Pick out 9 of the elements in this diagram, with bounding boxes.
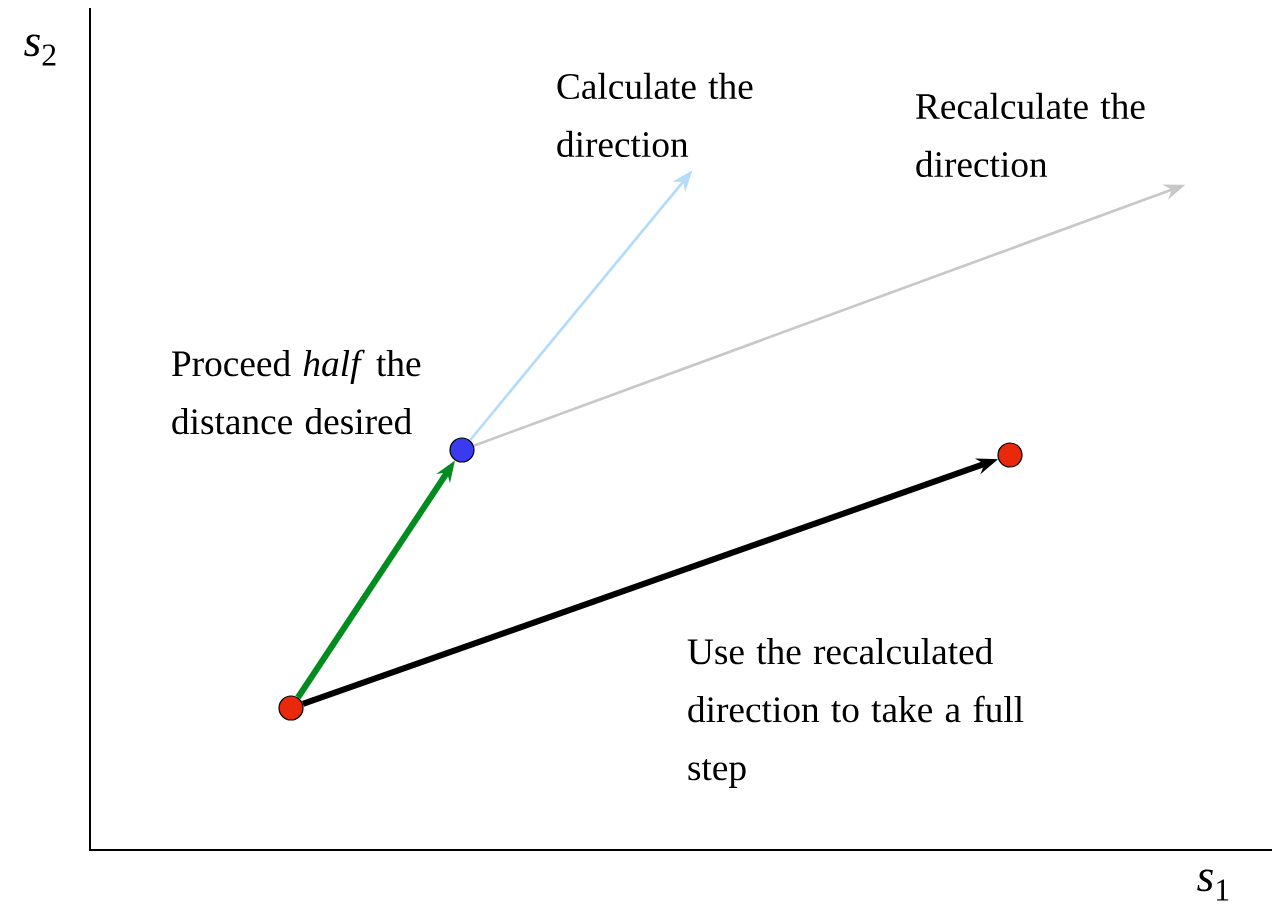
point-marker [278,695,304,721]
point-marker [997,442,1023,468]
step-text: Calculate the direction [557,72,753,158]
axis-label: s$_{1}$ [1197,869,1229,901]
point-marker [449,437,475,463]
annotation-text: Proceed half the distance desired [172,349,421,435]
step-text: Recalculate the direction [916,92,1145,178]
axis-label: s$_{2}$ [24,34,56,66]
annotation-text: Use the recalculated direction to take a full step [687,638,1024,788]
